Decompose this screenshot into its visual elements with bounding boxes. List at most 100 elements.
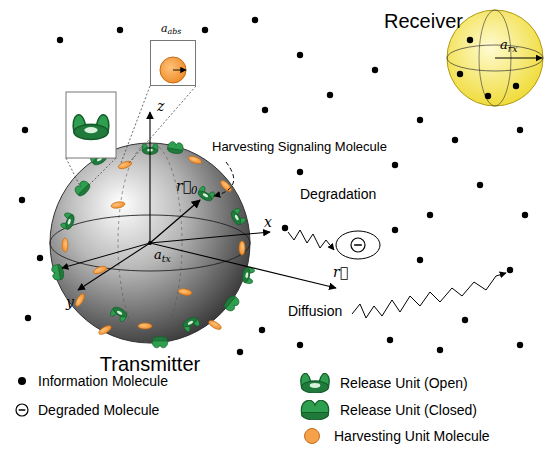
information-molecule <box>485 93 491 99</box>
information-molecule <box>467 37 473 43</box>
annotation: Degradation <box>300 186 376 202</box>
information-molecule <box>262 107 268 113</box>
legend-entry: Release Unit (Closed) <box>298 400 477 420</box>
math-label: x <box>264 214 272 230</box>
inset-box: aabs <box>150 40 196 86</box>
radius-label: arx <box>500 38 518 53</box>
information-molecule <box>297 52 303 58</box>
legend-symbol <box>14 400 30 420</box>
degradation-path <box>288 230 380 259</box>
information-molecule <box>392 227 398 233</box>
harvesting-unit <box>92 265 107 275</box>
information-molecule <box>485 93 491 99</box>
information-molecule <box>427 212 433 218</box>
harvesting-unit <box>97 324 112 336</box>
legend-swatch <box>18 377 26 385</box>
release-unit-open <box>109 305 128 323</box>
information-molecule <box>25 315 31 321</box>
degraded-molecule <box>351 238 365 252</box>
information-molecule <box>507 267 513 273</box>
information-molecule <box>282 225 288 231</box>
information-molecule <box>57 37 63 43</box>
math-label: atx <box>154 248 171 263</box>
harvesting-unit <box>74 292 86 307</box>
release-unit-closed <box>301 400 328 420</box>
information-molecule <box>297 169 303 175</box>
legend-swatch <box>304 428 320 444</box>
harvesting-unit <box>187 155 202 165</box>
math-label: r⃗0 <box>176 178 198 194</box>
information-molecule <box>517 127 523 133</box>
release-unit-open <box>60 212 76 231</box>
release-unit-open <box>73 115 109 140</box>
information-molecule <box>297 342 303 348</box>
receiver-node: Receiver arx <box>384 4 546 108</box>
harvesting-unit <box>138 323 152 329</box>
degraded-molecule <box>16 404 28 416</box>
release-unit-closed <box>51 264 65 281</box>
information-molecule <box>37 255 43 261</box>
information-molecule <box>252 17 258 23</box>
release-unit-open <box>301 373 329 393</box>
transmitter-node: Transmitter <box>50 143 250 379</box>
release-unit-closed <box>167 141 184 155</box>
node-heading: Receiver <box>384 10 463 33</box>
information-molecule <box>513 83 519 89</box>
release-unit-closed <box>152 337 167 348</box>
harvest-arrow <box>214 162 234 196</box>
information-molecule <box>327 92 333 98</box>
information-molecule <box>387 337 393 343</box>
release-unit-closed <box>73 179 92 198</box>
math-label: z <box>157 98 164 114</box>
legend-entry: Release Unit (Open) <box>298 373 468 393</box>
information-molecule <box>417 117 423 123</box>
radius-label: aabs <box>161 23 181 36</box>
information-molecule <box>457 71 463 77</box>
release-unit-open <box>181 315 200 333</box>
information-molecule <box>452 137 458 143</box>
information-molecule <box>259 327 265 333</box>
information-molecule <box>477 182 483 188</box>
annotation: Harvesting Signaling Molecule <box>212 140 387 155</box>
information-molecule <box>417 257 423 263</box>
release-unit-open <box>229 207 247 226</box>
information-molecule <box>19 197 25 203</box>
legend-text: Harvesting Unit Molecule <box>334 428 490 444</box>
math-label: y <box>66 294 74 310</box>
transmitter-sphere <box>50 141 255 348</box>
information-molecule <box>237 349 243 355</box>
release-unit-closed <box>222 294 241 313</box>
information-molecule <box>117 27 123 33</box>
annotation: Diffusion <box>288 303 342 319</box>
legend-entry: Degraded Molecule <box>14 400 159 420</box>
node-heading: Transmitter <box>50 353 250 376</box>
information-molecule <box>517 342 523 348</box>
harvesting-unit <box>117 160 132 170</box>
harvesting-unit <box>219 179 233 193</box>
information-molecule <box>202 27 208 33</box>
information-molecule <box>513 83 519 89</box>
math-label: r⃗ <box>333 264 348 280</box>
release-unit-open <box>241 267 255 285</box>
legend-entry: Harvesting Unit Molecule <box>298 428 490 444</box>
information-molecule <box>437 347 443 353</box>
harvesting-unit <box>62 238 68 252</box>
information-molecule <box>462 317 468 323</box>
legend-text: Release Unit (Closed) <box>340 402 477 418</box>
legend-text: Information Molecule <box>38 373 168 389</box>
legend-symbol <box>298 400 332 420</box>
information-molecule <box>22 127 28 133</box>
information-molecule <box>467 37 473 43</box>
information-molecule <box>522 212 528 218</box>
legend-text: Degraded Molecule <box>38 402 159 418</box>
information-molecule <box>372 67 378 73</box>
information-molecule <box>457 71 463 77</box>
legend-symbol <box>298 373 332 393</box>
diffusion-path <box>352 273 506 318</box>
legend-text: Release Unit (Open) <box>340 375 468 391</box>
information-molecule <box>392 162 398 168</box>
legend-entry: Information Molecule <box>14 373 168 389</box>
harvesting-unit <box>178 288 193 296</box>
harvesting-unit <box>111 201 126 209</box>
harvesting-unit <box>207 319 222 331</box>
